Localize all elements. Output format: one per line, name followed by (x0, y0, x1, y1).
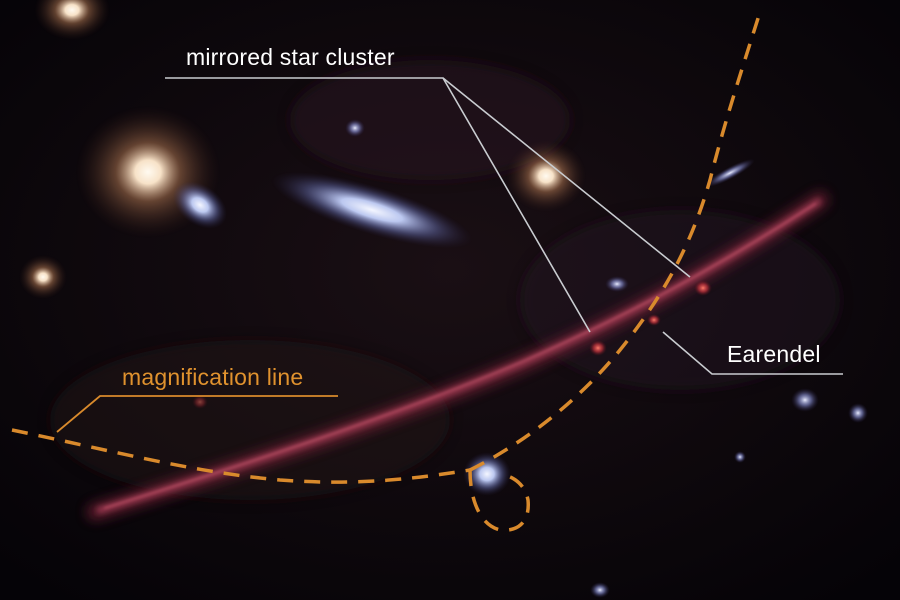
mirrored-star-cluster-label: mirrored star cluster (186, 44, 395, 70)
leader-cluster-right (442, 77, 691, 278)
leader-magnification (56, 395, 338, 433)
star-small-4 (848, 403, 868, 423)
leader-earendel (662, 331, 843, 375)
magnification-line (11, 11, 762, 532)
star-cluster-knot-1 (589, 340, 607, 356)
star-cluster-knot-2 (694, 280, 712, 296)
galaxy-edge-on (271, 171, 473, 249)
lensed-arc (87, 192, 828, 520)
earendel-label: Earendel (727, 341, 821, 367)
star-small-5 (734, 451, 746, 463)
earendel-star (647, 314, 661, 326)
galaxy-streak (705, 158, 755, 188)
star-small-6 (590, 582, 610, 598)
leader-lines (165, 77, 843, 375)
star-bright-bottom (463, 452, 511, 496)
galaxies (19, 0, 868, 598)
star-small-2 (605, 276, 629, 292)
galaxy-small-left (19, 255, 67, 299)
magnification-line-label: magnification line (122, 364, 304, 390)
star-small-1 (345, 119, 365, 137)
star-small-3 (791, 388, 819, 412)
galaxy-center (506, 140, 586, 212)
galaxy-blue-companion (172, 181, 228, 229)
star-small-7 (192, 395, 208, 409)
galaxy-topleft (34, 0, 110, 40)
